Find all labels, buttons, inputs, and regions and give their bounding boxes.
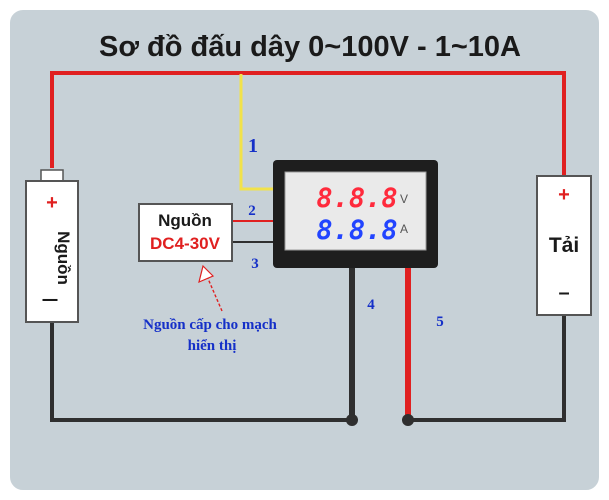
source-battery: + Nguồn | [25,169,79,323]
battery-minus-sign: | [42,298,59,302]
wire-number-3: 3 [251,256,259,272]
page-title: Sơ đồ đấu dây 0~100V - 1~10A [99,31,521,63]
wire-number-4: 4 [367,297,375,313]
load-plus-sign: + [558,184,570,206]
wire-bottom-black [50,318,352,422]
wire-top-red [50,71,566,178]
annotation-line-2: hiển thị [188,338,237,354]
aux-supply-box: Nguồn DC4-30V [138,203,233,262]
voltage-unit: V [400,192,408,206]
current-reading: 8.8.8 [316,215,397,246]
load-minus-sign: – [558,282,569,304]
annotation-line-1: Nguồn cấp cho mạch [143,317,277,333]
battery-body [25,180,79,323]
load-box: + Tải – [536,175,592,316]
junction-node-5 [402,414,414,426]
arrow-head [198,264,215,284]
meter-display [284,171,427,251]
aux-supply-range: DC4-30V [150,234,221,253]
junction-node-4 [346,414,358,426]
wire-number-5: 5 [436,314,444,330]
battery-plus-sign: + [46,192,58,214]
wire-number-2: 2 [248,203,256,219]
load-label: Tải [549,234,579,257]
wire-number-1: 1 [248,135,258,157]
voltage-reading: 8.8.8 [316,183,397,214]
aux-supply-arrow [198,264,223,312]
aux-supply-frame [138,203,233,262]
load-frame [536,175,592,316]
current-unit: A [400,222,408,236]
aux-supply-label: Nguồn [158,211,212,230]
volt-amp-meter: 8.8.8 V 8.8.8 A [273,160,438,268]
wire-1-yellow [239,74,275,191]
arrow-shaft [205,273,223,312]
wire-load-return [408,313,566,422]
battery-label: Nguồn [54,231,73,285]
